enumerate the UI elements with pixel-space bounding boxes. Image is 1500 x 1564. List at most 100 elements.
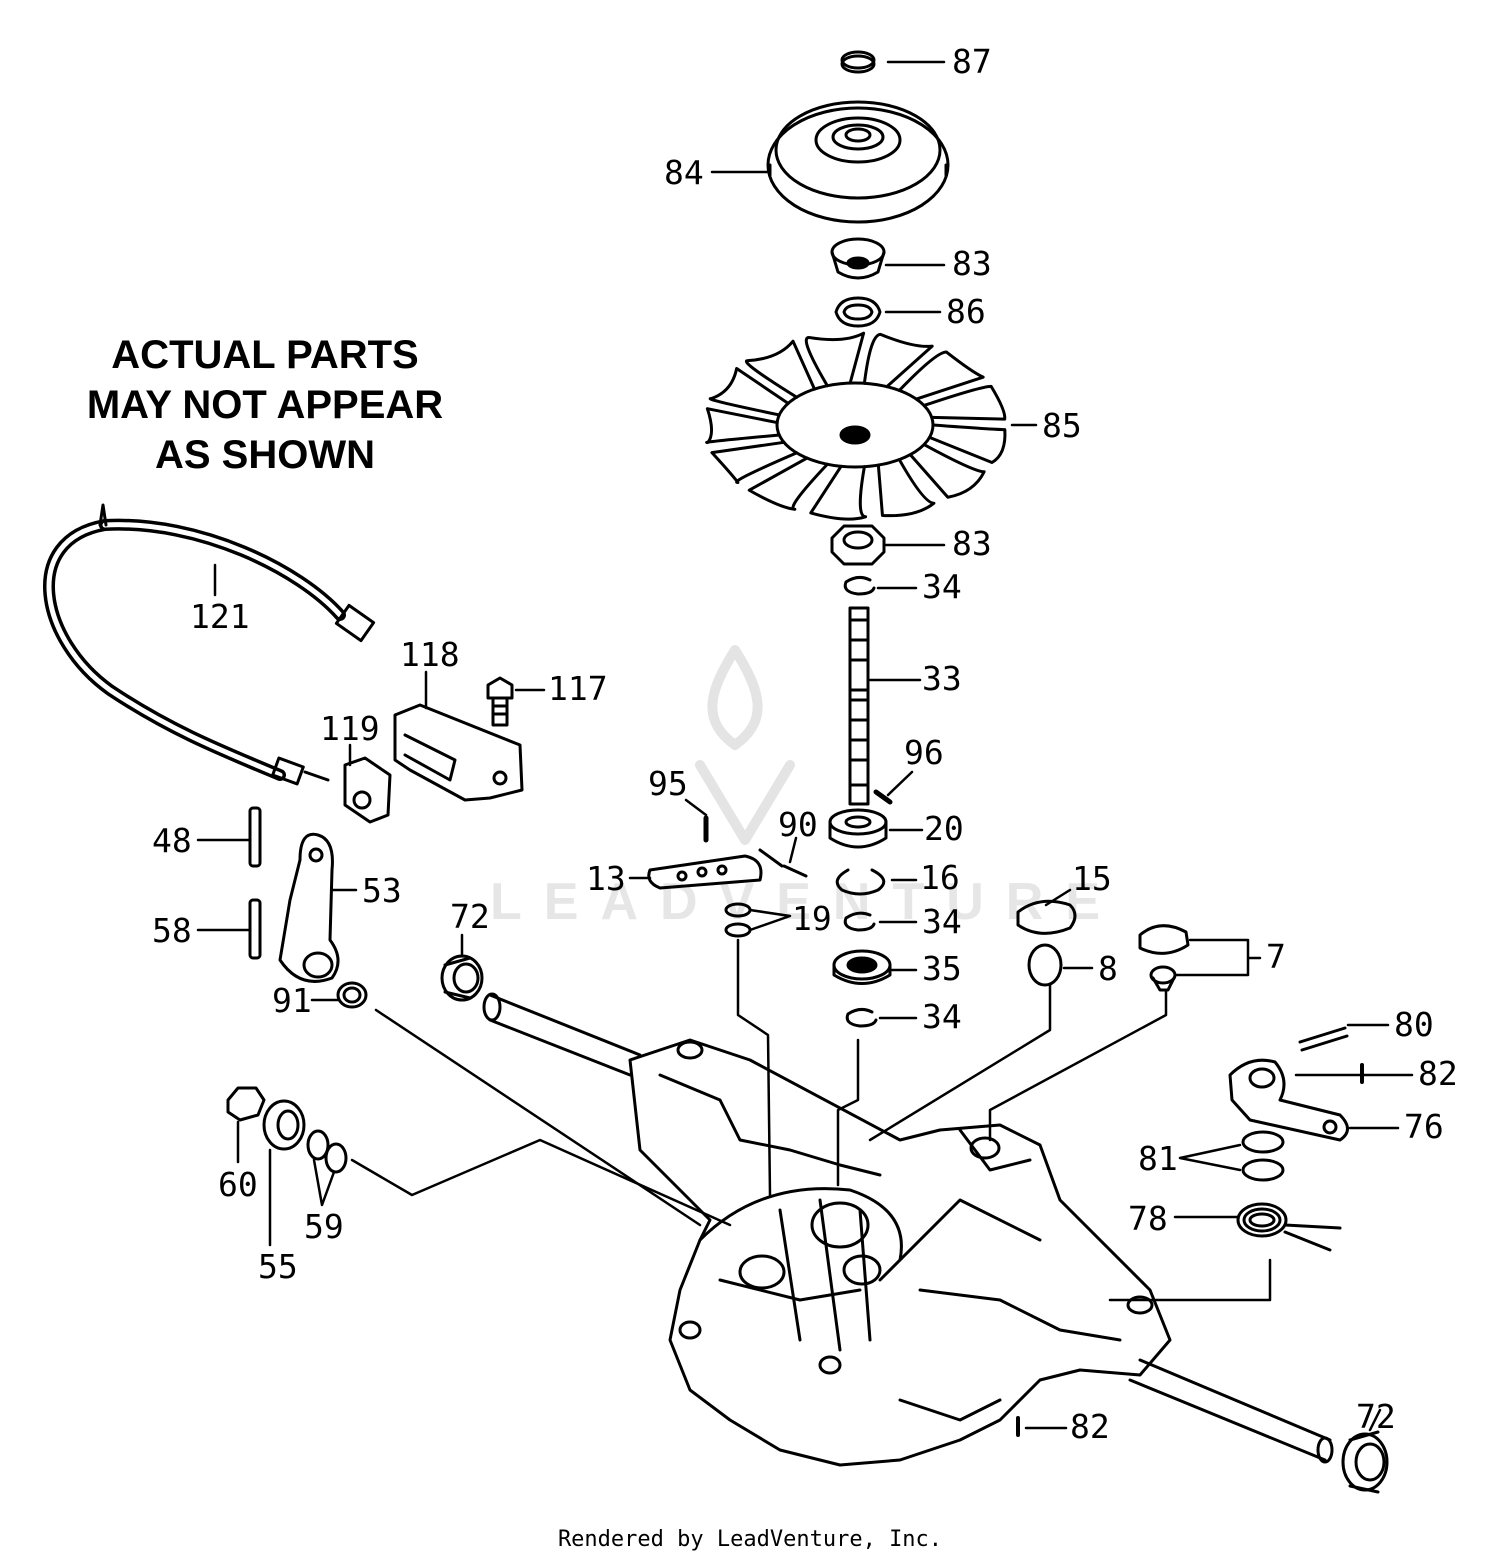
- part-78-spring: [1236, 1202, 1342, 1252]
- callout-19: 19: [792, 899, 832, 938]
- callout-91: 91: [272, 981, 312, 1020]
- part-16-snap-ring: [835, 868, 886, 896]
- part-35-bearing: [832, 949, 892, 985]
- callout-34: 34: [922, 902, 962, 941]
- callout-95: 95: [648, 764, 688, 803]
- disclaimer-line: AS SHOWN: [155, 433, 375, 477]
- fan-blade: [708, 366, 790, 417]
- part-83-nut: [830, 524, 886, 566]
- part-91-seal: [336, 981, 368, 1009]
- fan-blade: [804, 331, 866, 388]
- leader-lines: [196, 60, 1414, 1432]
- callout-117: 117: [548, 669, 608, 708]
- part-119-switch: [343, 756, 392, 824]
- part-72-seal-lower: [1341, 1430, 1389, 1494]
- callout-33: 33: [922, 659, 962, 698]
- fan-blade: [897, 350, 985, 401]
- callout-48: 48: [152, 821, 192, 860]
- callout-82: 82: [1418, 1054, 1458, 1093]
- callout-78: 78: [1128, 1199, 1168, 1238]
- part-59-orings: [306, 1129, 348, 1174]
- callout-8: 8: [1098, 949, 1118, 988]
- fan-blade: [928, 423, 1007, 465]
- callout-34: 34: [922, 567, 962, 606]
- callout-60: 60: [218, 1165, 258, 1204]
- disclaimer-line: MAY NOT APPEAR: [86, 383, 444, 427]
- fan-blade: [922, 384, 1007, 421]
- callout-80: 80: [1394, 1005, 1434, 1044]
- fan-blade: [908, 443, 986, 499]
- callout-16: 16: [920, 858, 960, 897]
- render-credit: Rendered by LeadVenture, Inc.: [557, 1527, 943, 1552]
- fan-blade: [809, 464, 868, 521]
- fan-blade: [876, 458, 936, 518]
- part-34-clip-upper: [843, 575, 876, 596]
- callout-13: 13: [586, 859, 626, 898]
- fan-blade: [705, 407, 781, 445]
- part-34-clip-mid: [843, 911, 876, 932]
- part-86-spacer: [834, 296, 882, 328]
- callout-76: 76: [1404, 1107, 1444, 1146]
- watermark-text: LEADVENTURE: [490, 873, 1123, 931]
- callout-118: 118: [400, 635, 460, 674]
- part-15-cap: [1016, 899, 1077, 935]
- callout-7: 7: [1266, 937, 1286, 976]
- disclaimer-line: ACTUAL PARTS: [111, 333, 419, 377]
- part-13-plate: [647, 854, 763, 890]
- part-81-orings: [1241, 1130, 1285, 1182]
- callout-83: 83: [952, 244, 992, 283]
- part-48-pin: [248, 806, 262, 868]
- part-19-orings: [724, 902, 752, 938]
- callout-82: 82: [1070, 1407, 1110, 1446]
- fan-blade: [744, 339, 817, 399]
- callout-96: 96: [904, 733, 944, 772]
- callout-72: 72: [450, 897, 490, 936]
- part-117-bolt: [486, 676, 514, 727]
- callout-87: 87: [952, 42, 992, 81]
- part-58-pin: [248, 898, 262, 960]
- callout-15: 15: [1072, 859, 1112, 898]
- callout-53: 53: [362, 871, 402, 910]
- callout-83: 83: [952, 524, 992, 563]
- fan-blade: [747, 456, 829, 511]
- part-20-bearing: [828, 808, 888, 849]
- part-55-washer: [262, 1099, 306, 1151]
- part-84-pulley: [766, 100, 950, 224]
- fan-blade: [710, 440, 799, 484]
- callout-20: 20: [924, 809, 964, 848]
- part-118-bracket: [393, 703, 524, 802]
- watermark-logo: [695, 645, 795, 845]
- callout-55: 55: [258, 1247, 298, 1286]
- callout-59: 59: [304, 1207, 344, 1246]
- callout-58: 58: [152, 911, 192, 950]
- transaxle-housing: [482, 992, 1334, 1467]
- part-87-ring: [840, 50, 876, 74]
- part-121-wire-harness: [43, 503, 376, 786]
- part-7-breather: [1138, 924, 1190, 992]
- part-72-seal-upper: [440, 954, 484, 1002]
- part-85-fan: [705, 331, 1007, 521]
- part-34-clip-lower: [845, 1007, 878, 1028]
- part-80-pin: [1298, 1026, 1349, 1052]
- callout-90: 90: [778, 805, 818, 844]
- part-90-spring: [758, 848, 808, 878]
- callout-34: 34: [922, 997, 962, 1036]
- part-53-arm: [278, 832, 340, 983]
- fan-rim: [775, 381, 935, 469]
- part-76-arm: [1228, 1058, 1349, 1142]
- callout-85: 85: [1042, 406, 1082, 445]
- part-33-shaft: [848, 606, 870, 806]
- fan-hub: [839, 425, 871, 445]
- fan-blade: [862, 332, 934, 389]
- callout-72: 72: [1356, 1397, 1396, 1436]
- callout-119: 119: [320, 709, 380, 748]
- callout-84: 84: [664, 153, 704, 192]
- part-8-plug: [1027, 943, 1063, 987]
- part-96-pin: [873, 789, 893, 805]
- callout-86: 86: [946, 292, 986, 331]
- part-83-hub: [830, 237, 886, 280]
- callout-81: 81: [1138, 1139, 1178, 1178]
- disclaimer-note: ACTUAL PARTS MAY NOT APPEAR AS SHOWN: [60, 330, 470, 480]
